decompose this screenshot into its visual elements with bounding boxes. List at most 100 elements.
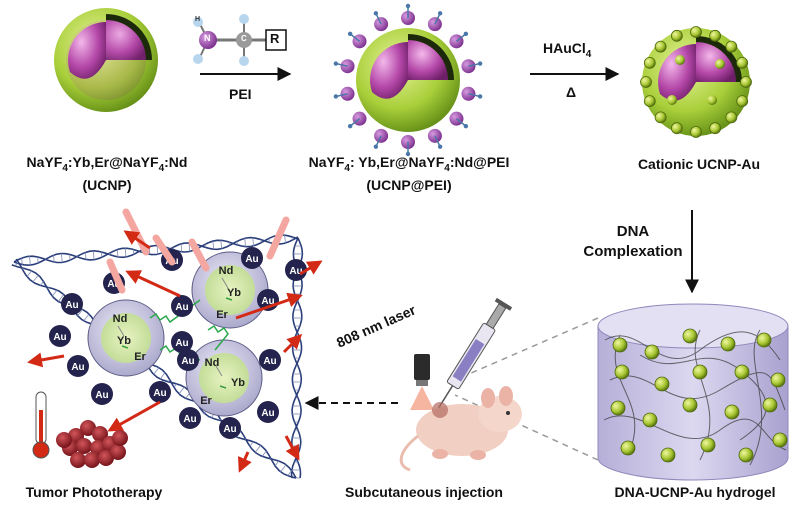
- ion-label: Nd: [205, 357, 220, 369]
- molecule-r-label: R: [270, 31, 280, 46]
- au-nanoparticle: [654, 40, 667, 53]
- pei-label: PEI: [229, 86, 252, 102]
- ucnp-particle: [54, 8, 158, 112]
- svg-text:Au: Au: [175, 302, 188, 313]
- svg-text:Au: Au: [183, 414, 196, 425]
- gel-au-particle: [620, 440, 636, 456]
- au-nanoparticle: [740, 76, 752, 88]
- ucnp-pei-label: NaYF4: Yb,Er@NaYF4:Nd@PEI (UCNP@PEI): [308, 154, 510, 193]
- gel-au-particle: [682, 328, 698, 344]
- ion-label: Yb: [117, 335, 131, 347]
- gel-au-particle: [734, 364, 750, 380]
- au-nanoparticle: [725, 111, 738, 124]
- au-nanoparticle: [715, 59, 725, 69]
- gel-au-particle: [720, 336, 736, 352]
- svg-text:Au: Au: [65, 300, 78, 311]
- heat-arrow: [27, 352, 65, 368]
- au-nanoparticle: [675, 55, 685, 65]
- cationic-ucnp-au-label: Cationic UCNP-Au: [637, 156, 761, 172]
- svg-text:Au: Au: [223, 424, 236, 435]
- amine-group-icon: [401, 3, 415, 25]
- svg-text:Au: Au: [261, 296, 274, 307]
- au-label-badge: Au: [67, 355, 89, 377]
- amine-group-icon: [461, 86, 483, 101]
- cationic-ucnp-au-particle: [642, 28, 750, 136]
- ion-label: Er: [200, 395, 212, 407]
- au-label-badge: Au: [149, 381, 171, 403]
- molecule-h-label: H: [195, 16, 201, 23]
- heat-arrow: [284, 435, 300, 461]
- nir-light-beam: [266, 216, 290, 260]
- nir-light-beam: [152, 234, 176, 266]
- nir-light-beam: [122, 208, 150, 256]
- svg-text:Au: Au: [245, 254, 258, 265]
- projection-line: [454, 317, 599, 381]
- au-nanoparticle: [707, 95, 717, 105]
- pei-amine-groups: [333, 3, 483, 157]
- ion-label: Er: [134, 351, 146, 363]
- nir-light-beam: [188, 238, 210, 272]
- au-label-badge: Au: [61, 293, 83, 315]
- au-label-badge: Au: [257, 401, 279, 423]
- injection-label: Subcutaneous injection: [345, 484, 503, 500]
- gel-au-particle: [612, 337, 628, 353]
- heat-arrow: [299, 260, 323, 276]
- gel-au-particle: [762, 397, 778, 413]
- au-label-badge: Au: [171, 295, 193, 317]
- amine-group-icon: [461, 59, 483, 74]
- gel-au-particle: [738, 447, 754, 463]
- gel-au-particle: [692, 364, 708, 380]
- au-nanoparticle: [654, 111, 667, 124]
- hydrogel-cylinder: [597, 303, 789, 481]
- au-nanoparticle: [690, 26, 702, 38]
- mouse-icon: [399, 386, 522, 472]
- svg-text:Au: Au: [261, 408, 274, 419]
- au-nanoparticle: [736, 56, 749, 69]
- gel-au-particle: [700, 437, 716, 453]
- gel-au-particle: [614, 364, 630, 380]
- ucnp-label: NaYF4:Yb,Er@NaYF4:Nd (UCNP): [26, 154, 188, 193]
- svg-text:Au: Au: [181, 356, 194, 367]
- laser-device-icon: [410, 354, 434, 410]
- svg-text:Au: Au: [153, 388, 166, 399]
- pei-molecule-icon: [193, 14, 287, 66]
- amine-group-icon: [333, 86, 355, 101]
- amine-group-icon: [333, 59, 355, 74]
- svg-text:Au: Au: [175, 338, 188, 349]
- nir-light-beam: [106, 258, 126, 294]
- au-label-badge: Au: [49, 325, 71, 347]
- heat-arrow: [125, 270, 181, 298]
- hydrogel-label: DNA-UCNP-Au hydrogel: [614, 484, 776, 500]
- au-nanoparticles: [640, 26, 752, 138]
- gel-au-particle: [654, 376, 670, 392]
- svg-text:Au: Au: [53, 332, 66, 343]
- gel-au-particle: [642, 412, 658, 428]
- amine-group-icon: [427, 11, 443, 32]
- au-nanoparticle: [667, 95, 677, 105]
- ion-label: Nd: [113, 313, 128, 325]
- energy-transfer: [149, 299, 201, 324]
- heat-arrow: [107, 400, 161, 432]
- amine-group-icon: [427, 128, 443, 149]
- au-nanoparticle: [709, 122, 722, 135]
- au-label-badge: Au: [91, 383, 113, 405]
- gel-au-particle: [772, 432, 788, 448]
- gel-au-particle: [770, 372, 786, 388]
- au-nanoparticle: [709, 29, 722, 42]
- au-label-badge: Au: [219, 417, 241, 439]
- heat-arrow: [282, 333, 303, 354]
- svg-text:Au: Au: [107, 279, 120, 290]
- tumor-icon: [56, 420, 128, 468]
- gel-au-particle: [756, 332, 772, 348]
- molecule-c-label: C: [241, 34, 247, 43]
- svg-text:Au: Au: [289, 266, 302, 277]
- au-nanoparticle: [643, 56, 656, 69]
- amine-group-icon: [347, 111, 367, 129]
- haucl4-label: HAuCl4: [543, 40, 592, 60]
- heat-arrow: [123, 230, 151, 250]
